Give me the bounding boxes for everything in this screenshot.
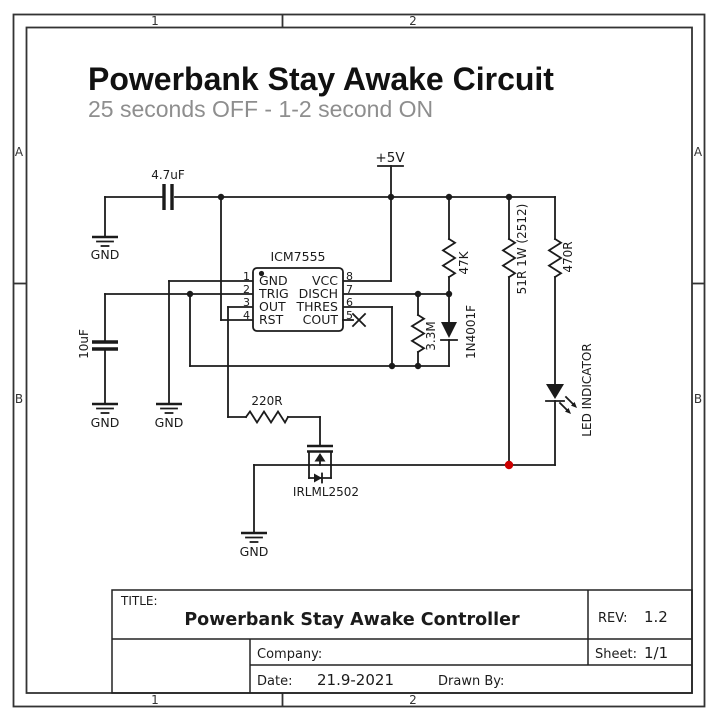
capacitor-10u: 10uF [77,329,118,359]
ic-icm7555: ICM7555 GND TRIG OUT RST VCC DISCH THRES… [243,249,367,332]
ic-body [252,267,344,332]
ic-pin-num: 8 [346,270,353,283]
resistor-3m3-label: 3.3M [424,321,438,350]
page-subtitle: 25 seconds OFF - 1-2 second ON [88,96,433,122]
ground-symbol-source: GND [240,531,269,559]
page-title: Powerbank Stay Awake Circuit [88,61,554,97]
frame-outer [12,13,706,708]
ic-pin-vcc: VCC [312,273,338,288]
resistor-470r: 470R [547,237,575,279]
diode-1n4001f: 1N4001F [440,305,478,359]
resistor-47k: 47K [441,237,471,279]
resistor-220r: 220R [244,394,290,425]
zone-label: 1 [151,693,159,707]
title-block: TITLE: Powerbank Stay Awake Controller R… [111,589,693,694]
gnd-label: GND [155,415,184,430]
ground-symbol-ic: GND [155,402,184,430]
ic-pin-num: 6 [346,296,353,309]
resistor-47k-label: 47K [457,250,471,274]
wires [104,165,556,534]
supply-5v: +5V [375,150,405,166]
ground-symbol-c1: GND [91,235,120,262]
resistor-470r-label: 470R [561,241,575,272]
capacitor-4u7-label: 4.7uF [151,168,185,182]
ic-pin-num: 7 [346,283,353,296]
ic-pin-thres: THRES [295,299,338,314]
date-value: 21.9-2021 [317,671,394,689]
title-label: TITLE: [120,594,158,608]
rev-value: 1.2 [644,608,668,626]
gnd-label: GND [91,247,120,262]
ic-pin-trig: TRIG [258,286,289,301]
no-connect-x [342,312,367,328]
ic-pin-num: 4 [243,309,250,322]
drawn-by-label: Drawn By: [438,674,504,689]
zone-label: 2 [409,693,417,707]
led-emission-arrow [564,395,575,406]
ground-symbol-c2: GND [91,402,120,430]
ic-name: ICM7555 [270,249,325,264]
zone-label: B [694,392,702,406]
gnd-label: GND [240,544,269,559]
ic-pin-gnd: GND [259,273,288,288]
supply-5v-label: +5V [375,150,405,166]
red-junction-dot [504,460,514,470]
capacitor-10u-label: 10uF [77,329,91,359]
ic-pin-out: OUT [259,299,286,314]
rev-label: REV: [598,611,627,626]
company-label: Company: [257,647,322,662]
zone-label: A [15,145,24,159]
ic-pin-rst: RST [259,312,284,327]
zone-label: 2 [409,14,417,28]
mosfet-label: IRLML2502 [293,485,359,499]
ic-pin1-dot [258,270,265,277]
doc-title: Powerbank Stay Awake Controller [184,610,520,630]
ic-pin-num: 1 [243,270,250,283]
gnd-label: GND [91,415,120,430]
ic-pin-num: 2 [243,283,250,296]
zone-label: B [15,392,23,406]
led-emission-arrow [558,401,569,412]
resistor-51r: 51R 1W (2512) [501,204,529,295]
resistor-220r-label: 220R [251,394,282,408]
ic-pin-num: 3 [243,296,250,309]
capacitor-4u7: 4.7uF [151,168,185,210]
mosfet-irlml2502: IRLML2502 [293,444,359,499]
ic-pin-disch: DISCH [299,286,338,301]
sheet-label: Sheet: [595,647,637,662]
ic-pin-num: 5 [346,309,353,322]
date-label: Date: [257,674,292,689]
ic-pin-cout: COUT [303,312,339,327]
zone-label: 1 [151,14,159,28]
sheet-value: 1/1 [644,644,668,662]
diode-label: 1N4001F [464,305,478,359]
led-indicator: LED INDICATOR [545,343,594,437]
led-label: LED INDICATOR [580,343,594,436]
resistor-3m3: 3.3M [410,313,438,354]
junction-dots [186,193,514,470]
resistor-51r-label: 51R 1W (2512) [515,204,529,295]
zone-label: A [694,145,703,159]
